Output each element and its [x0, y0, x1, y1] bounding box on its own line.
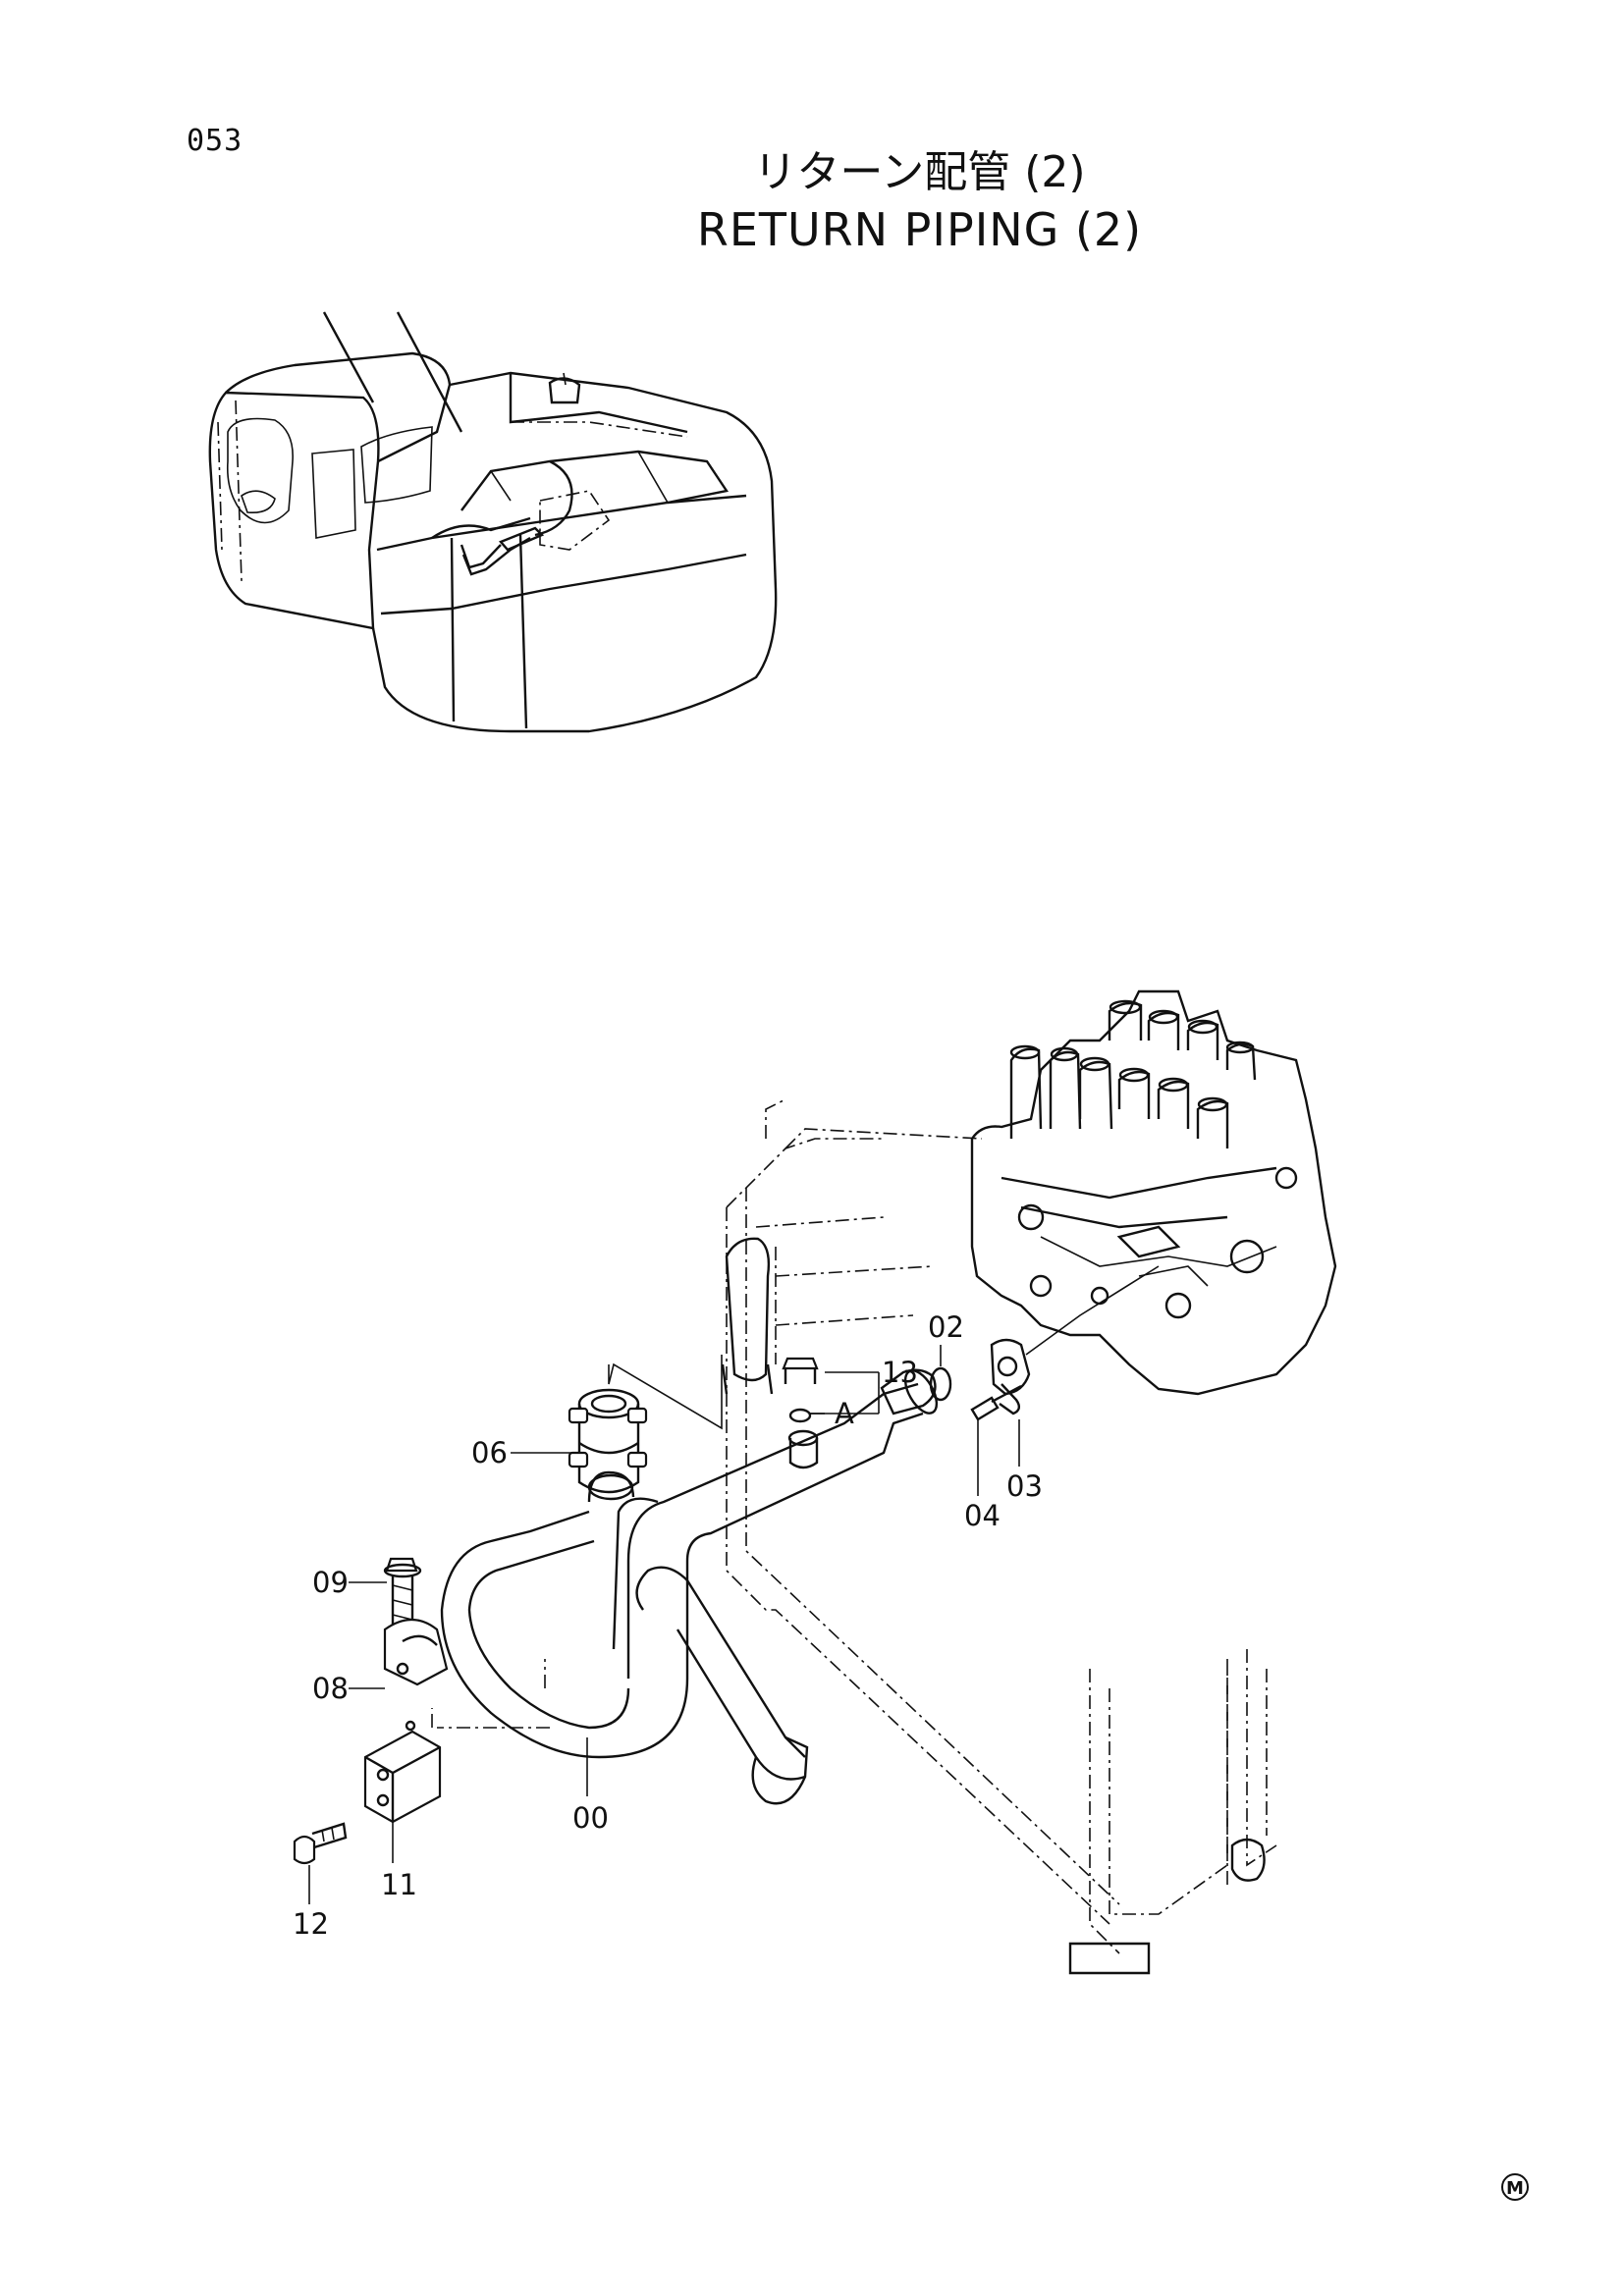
- callout-09: 09: [312, 1566, 349, 1599]
- title-english: RETURN PIPING (2): [696, 203, 1143, 256]
- callout-06: 06: [471, 1436, 508, 1469]
- flange-03-oring-02-bolt-04: [929, 1265, 1160, 1421]
- callout-12: 12: [293, 1907, 329, 1941]
- hydraulic-tank-illustration: [721, 1098, 1277, 1975]
- callout-A: A: [835, 1397, 854, 1430]
- footer-m-mark-letter: M: [1506, 2178, 1524, 2199]
- callout-13: 13: [882, 1356, 918, 1389]
- clamp-08: [383, 1618, 449, 1686]
- callout-11: 11: [381, 1868, 417, 1901]
- title-block: リターン配管 (2) RETURN PIPING (2): [0, 145, 1623, 259]
- callout-leaders: [308, 1345, 1020, 1904]
- return-pipe-assembly: [431, 1368, 939, 1805]
- page-number: 053: [187, 124, 243, 158]
- valve-spools: [1009, 999, 1257, 1148]
- plug-13-and-oring: [782, 1357, 819, 1469]
- hose-clamp-06: [568, 1355, 723, 1494]
- footer-m-mark: M: [1501, 2173, 1529, 2201]
- callout-00: 00: [572, 1801, 609, 1835]
- support-11: [363, 1720, 442, 1824]
- title-japanese: リターン配管 (2): [753, 147, 1086, 197]
- control-valve-illustration: [970, 989, 1337, 1396]
- excavator-overview-illustration: [208, 311, 778, 733]
- callout-08: 08: [312, 1672, 349, 1705]
- bolt-12: [293, 1822, 348, 1865]
- callout-03: 03: [1006, 1469, 1043, 1503]
- callout-02: 02: [928, 1310, 964, 1344]
- callout-04: 04: [964, 1499, 1001, 1532]
- bolt-09: [383, 1557, 422, 1629]
